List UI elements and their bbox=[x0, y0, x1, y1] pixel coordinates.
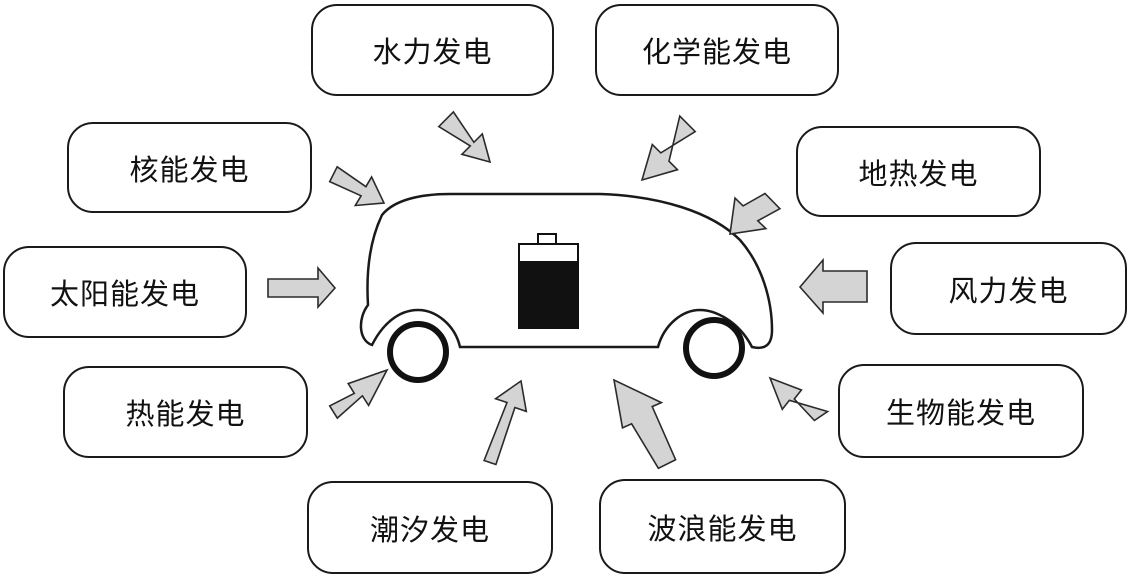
source-box-tidal: 潮汐发电 bbox=[307, 481, 553, 574]
source-label: 太阳能发电 bbox=[49, 277, 200, 311]
source-box-biomass: 生物能发电 bbox=[838, 364, 1084, 458]
source-label: 热能发电 bbox=[125, 397, 246, 431]
source-label: 地热发电 bbox=[858, 156, 979, 191]
source-box-wind: 风力发电 bbox=[890, 242, 1127, 335]
source-box-thermal: 热能发电 bbox=[63, 366, 308, 458]
battery-charge bbox=[520, 261, 577, 327]
source-box-geothermal: 地热发电 bbox=[796, 126, 1041, 217]
arrow-icon bbox=[729, 192, 782, 235]
arrows bbox=[267, 110, 868, 470]
arrow-icon bbox=[483, 379, 528, 466]
source-label: 水力发电 bbox=[372, 35, 493, 69]
source-label: 生物能发电 bbox=[885, 396, 1036, 430]
source-label: 波浪能发电 bbox=[647, 511, 798, 546]
source-box-hydro: 水力发电 bbox=[311, 4, 554, 96]
arrow-icon bbox=[640, 114, 697, 182]
rear-wheel bbox=[683, 317, 745, 379]
arrow-icon bbox=[437, 110, 492, 164]
arrow-icon bbox=[768, 376, 830, 422]
source-label: 潮汐发电 bbox=[369, 512, 490, 547]
source-box-chemical: 化学能发电 bbox=[595, 4, 839, 96]
arrow-icon bbox=[612, 378, 677, 470]
source-label: 化学能发电 bbox=[641, 35, 792, 69]
battery-cap bbox=[537, 233, 557, 245]
source-label: 核能发电 bbox=[129, 152, 250, 187]
source-box-wave: 波浪能发电 bbox=[599, 479, 846, 574]
source-box-nuclear: 核能发电 bbox=[67, 122, 312, 213]
source-box-solar: 太阳能发电 bbox=[3, 246, 247, 338]
front-wheel bbox=[387, 321, 449, 383]
battery-icon bbox=[518, 233, 579, 329]
arrow-icon bbox=[328, 368, 389, 420]
arrow-icon bbox=[798, 257, 868, 316]
arrow-icon bbox=[328, 165, 386, 207]
arrow-icon bbox=[267, 265, 337, 310]
source-label: 风力发电 bbox=[948, 273, 1069, 308]
